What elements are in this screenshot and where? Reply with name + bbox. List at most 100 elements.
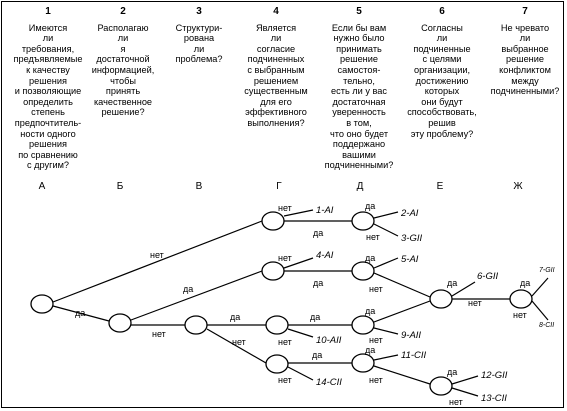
edge-g4-r14: [287, 366, 314, 381]
edge-e2-r13: [451, 387, 479, 397]
edge-d1-r2: [373, 211, 399, 219]
node-b: [108, 313, 132, 333]
node-g2: [261, 261, 285, 281]
label-b-yes: да: [183, 284, 193, 294]
question-7-number: 7: [522, 6, 528, 17]
edge-g1-r1: [283, 209, 314, 217]
result-4: 4-АI: [316, 250, 334, 261]
label-g1-yes: да: [313, 228, 323, 238]
label-d2-yes: да: [365, 253, 375, 263]
question-2-text: Располагаю ли я достаточной информацией,…: [91, 22, 155, 118]
question-2: 2 Располагаю ли я достаточной информацие…: [80, 6, 166, 118]
label-zh-yes: да: [520, 278, 530, 288]
result-3: 3-GII: [401, 233, 422, 244]
edge-a-b: [52, 305, 110, 322]
question-4-text: Является ли согласие подчиненных с выбра…: [244, 22, 308, 128]
result-1: 1-АI: [316, 205, 334, 216]
result-13: 13-СII: [481, 393, 507, 404]
question-7-text: Не чревато ли выбранное решение конфликт…: [490, 22, 560, 97]
question-5-number: 5: [356, 6, 362, 17]
result-7: 7-GII: [539, 267, 555, 274]
node-g1: [261, 211, 285, 231]
edge-d2-r5: [373, 257, 399, 269]
label-d1-yes: да: [365, 201, 375, 211]
question-6-text: Согласны ли подчиненные с целями организ…: [407, 22, 477, 139]
result-2: 2-АI: [400, 208, 419, 219]
node-d3: [351, 315, 375, 335]
edge-d4-e2: [373, 365, 431, 385]
label-d4-no: нет: [369, 375, 383, 385]
edge-d1-r3: [373, 223, 399, 237]
label-v-yes: да: [230, 312, 240, 322]
edge-e1-r6: [451, 281, 476, 297]
letter-a: А: [38, 181, 46, 192]
result-labels: 1-АI 2-АI 3-GII 4-АI 5-АI 6-GII 9-АII 10…: [316, 205, 555, 404]
edge-d3-r9: [373, 327, 399, 335]
label-d3-no: нет: [369, 335, 383, 345]
edge-g3-r10: [287, 328, 314, 338]
question-6: 6 Согласны ли подчиненные с целями орган…: [397, 6, 487, 139]
question-1-text: Имеются ли требования, предъявляемые к к…: [13, 22, 83, 171]
node-d1: [351, 211, 375, 231]
edge-zh-r8: [531, 300, 549, 321]
label-d3-yes: да: [365, 306, 375, 316]
result-12: 12-GII: [481, 370, 508, 381]
node-g3: [265, 315, 289, 335]
label-g4-no: нет: [278, 375, 292, 385]
label-zh-no: нет: [513, 310, 527, 320]
result-8: 8-СII: [539, 322, 554, 329]
node-v: [184, 315, 208, 335]
edge-g2-r4: [283, 257, 314, 269]
label-e2-no: нет: [449, 397, 463, 407]
label-d2-no: нет: [369, 284, 383, 294]
question-5-text: Если бы вам нужно было принимать решение…: [324, 22, 394, 171]
label-e1-no: нет: [468, 298, 482, 308]
letter-e: Е: [436, 181, 444, 192]
edge-e2-r12: [451, 375, 479, 385]
node-g4: [265, 354, 289, 374]
edge-d3-e1: [373, 300, 431, 323]
question-3-text: Структури- рована ли проблема?: [175, 22, 223, 65]
letter-d: Д: [356, 181, 364, 192]
node-a: [30, 294, 54, 314]
tree-nodes: [30, 211, 533, 396]
question-2-number: 2: [120, 6, 126, 17]
edge-d4-r11: [373, 354, 399, 361]
label-e1-yes: да: [447, 278, 457, 288]
label-e2-yes: да: [447, 367, 457, 377]
label-v-no: нет: [232, 337, 246, 347]
node-e2: [429, 376, 453, 396]
label-g3-no: нет: [278, 337, 292, 347]
node-d2: [351, 261, 375, 281]
edge-a-g1: [52, 220, 263, 303]
node-d4: [351, 353, 375, 373]
edge-labels: нет да да нет да нет нет да нет да да не…: [75, 201, 530, 407]
node-zh: [509, 289, 533, 309]
label-g2-yes: да: [313, 278, 323, 288]
node-e1: [429, 289, 453, 309]
question-6-number: 6: [439, 6, 445, 17]
label-g4-yes: да: [312, 350, 322, 360]
result-6: 6-GII: [477, 271, 498, 282]
label-b-no: нет: [152, 329, 166, 339]
result-11: 11-СII: [401, 350, 427, 361]
question-3: 3 Структури- рована ли проблема?: [160, 6, 238, 65]
label-d1-no: нет: [366, 232, 380, 242]
label-g2-no: нет: [278, 253, 292, 263]
result-5: 5-АI: [401, 254, 419, 265]
question-3-number: 3: [196, 6, 202, 17]
letter-g: Г: [276, 181, 282, 192]
edge-v-g4: [206, 328, 267, 364]
question-1: 1 Имеются ли требования, предъявляемые к…: [4, 6, 92, 171]
question-5: 5 Если бы вам нужно было принимать решен…: [312, 6, 406, 171]
label-d4-yes: да: [365, 345, 375, 355]
letter-v: В: [195, 181, 203, 192]
letter-b: Б: [116, 181, 124, 192]
edge-d2-e1: [373, 272, 431, 298]
result-9: 9-АII: [401, 330, 421, 341]
question-4: 4 Является ли согласие подчиненных с выб…: [233, 6, 319, 129]
label-a-yes: да: [75, 308, 85, 318]
label-a-no: нет: [150, 250, 164, 260]
